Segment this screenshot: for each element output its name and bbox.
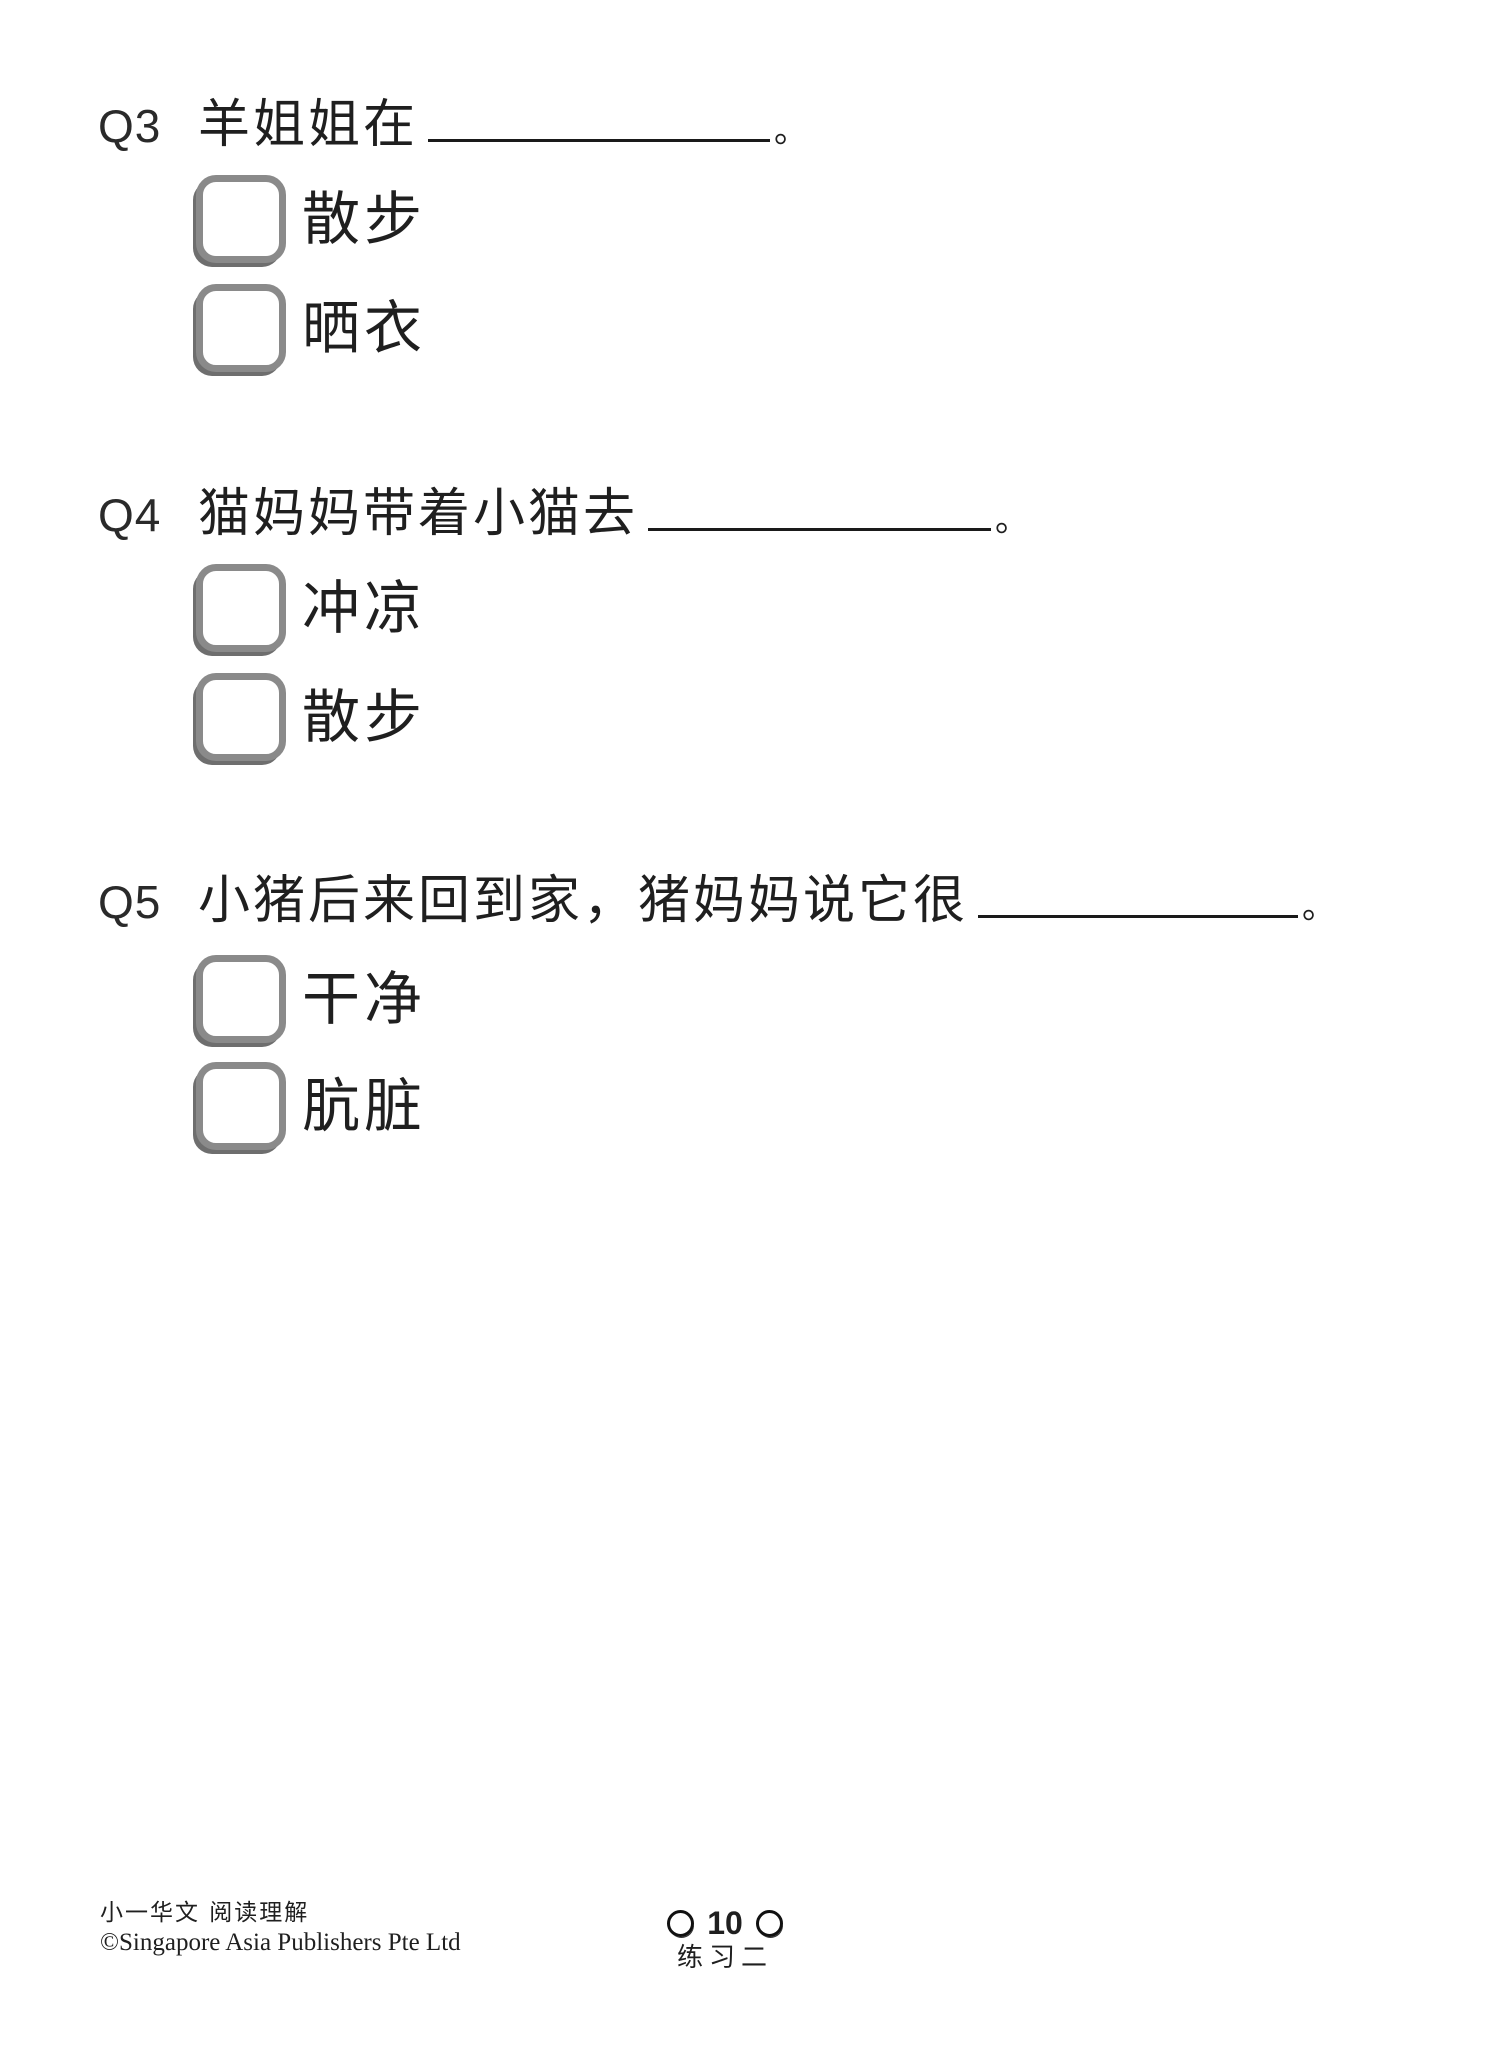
question-q3-number: Q3 [98, 100, 162, 152]
question-q3-text: 羊姐姐在 [198, 95, 419, 155]
question-q3-row: Q3 羊姐姐在 。 [98, 92, 808, 159]
question-q3-option-2-checkbox[interactable] [196, 284, 286, 372]
question-q5-option-1-label: 干净 [302, 965, 427, 1033]
question-q5-answer-blank[interactable] [978, 915, 1299, 918]
question-q4-text: 猫妈妈带着小猫去 [198, 484, 639, 544]
question-q4-option-2-label: 散步 [302, 683, 427, 751]
question-q5-option-2-checkbox[interactable] [196, 1062, 286, 1150]
question-q5-option-2: 肮脏 [196, 1062, 1336, 1150]
question-q5-option-1-checkbox[interactable] [196, 955, 286, 1043]
question-q5-text: 小猪后来回到家，猪妈妈说它很 [198, 871, 969, 931]
question-q3: Q3 羊姐姐在 。 散步 晒衣 [98, 92, 808, 372]
footer-page-number-block: 10 练习二 [640, 1906, 810, 1973]
question-q5-option-2-label: 肮脏 [302, 1072, 427, 1140]
copyright-line: ©Singapore Asia Publishers Pte Ltd [100, 1929, 461, 1956]
exercise-label: 练习二 [676, 1943, 773, 1973]
page-number-row: 10 [640, 1906, 810, 1940]
series-title: 小一华文 阅读理解 [100, 1900, 310, 1926]
question-q3-option-1-label: 散步 [302, 185, 427, 253]
question-q4-row: Q4 猫妈妈带着小猫去 。 [98, 481, 1029, 548]
question-q4-period: 。 [995, 500, 1030, 540]
question-q3-option-1: 散步 [196, 175, 808, 263]
question-q4-option-2-checkbox[interactable] [196, 673, 286, 761]
question-q3-option-2: 晒衣 [196, 284, 808, 372]
question-q5-period: 。 [1302, 887, 1337, 927]
question-q3-answer-blank[interactable] [428, 139, 771, 142]
question-q4-answer-blank[interactable] [648, 528, 992, 531]
question-q4-option-2: 散步 [196, 673, 1029, 761]
question-q4: Q4 猫妈妈带着小猫去 。 冲凉 散步 [98, 481, 1029, 761]
question-q3-period: 。 [774, 111, 809, 151]
footer-left: 小一华文 阅读理解 ©Singapore Asia Publishers Pte… [100, 1898, 461, 1958]
page-number: 10 [707, 1905, 743, 1941]
question-q4-number: Q4 [98, 489, 162, 541]
question-q5-row: Q5 小猪后来回到家，猪妈妈说它很 。 [98, 868, 1336, 935]
question-q4-option-1-checkbox[interactable] [196, 564, 286, 652]
question-q3-option-2-label: 晒衣 [302, 294, 427, 362]
question-q4-option-1: 冲凉 [196, 564, 1029, 652]
page-ornament-left-circle-icon [667, 1909, 695, 1937]
question-q5-option-1: 干净 [196, 955, 1336, 1043]
question-q4-option-1-label: 冲凉 [302, 574, 427, 642]
question-q5: Q5 小猪后来回到家，猪妈妈说它很 。 干净 肮脏 [98, 868, 1336, 1150]
question-q5-number: Q5 [98, 876, 162, 928]
question-q3-option-1-checkbox[interactable] [196, 175, 286, 263]
page-ornament-right-circle-icon [755, 1909, 783, 1937]
